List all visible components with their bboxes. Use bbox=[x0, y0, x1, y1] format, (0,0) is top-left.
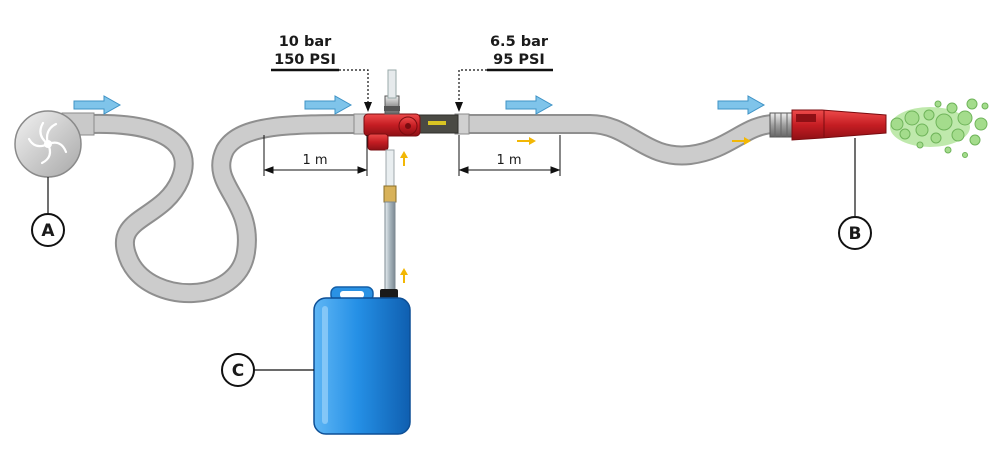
suction-tube bbox=[383, 149, 397, 295]
flow-arrow-icon bbox=[73, 95, 766, 115]
pressure-outlet-label: 6.5 bar 95 PSI bbox=[455, 34, 553, 112]
foam-icon bbox=[890, 98, 989, 158]
jerrycan-icon bbox=[313, 286, 411, 435]
outlet-psi-text: 95 PSI bbox=[493, 52, 545, 68]
callout-a-letter: A bbox=[41, 221, 55, 241]
hose-inlet bbox=[89, 113, 361, 303]
nozzle-icon bbox=[769, 109, 887, 141]
pressure-inlet-label: 10 bar 150 PSI bbox=[271, 34, 372, 112]
hose-outlet bbox=[462, 114, 776, 166]
dimension-outlet: 1 m bbox=[458, 135, 561, 176]
pump-icon bbox=[14, 110, 95, 178]
callout-b: B bbox=[838, 138, 872, 250]
inlet-bar-text: 10 bar bbox=[279, 34, 332, 50]
callout-b-letter: B bbox=[849, 224, 862, 244]
callout-c: C bbox=[221, 353, 314, 387]
callout-a: A bbox=[31, 177, 65, 247]
outlet-length-text: 1 m bbox=[496, 153, 521, 168]
callout-c-letter: C bbox=[232, 361, 244, 381]
concentrate-arrow-icon bbox=[400, 137, 751, 283]
inductor-icon bbox=[353, 69, 470, 151]
inlet-psi-text: 150 PSI bbox=[274, 52, 336, 68]
outlet-bar-text: 6.5 bar bbox=[490, 34, 549, 50]
dimension-inlet: 1 m bbox=[263, 135, 368, 176]
inlet-length-text: 1 m bbox=[302, 153, 327, 168]
